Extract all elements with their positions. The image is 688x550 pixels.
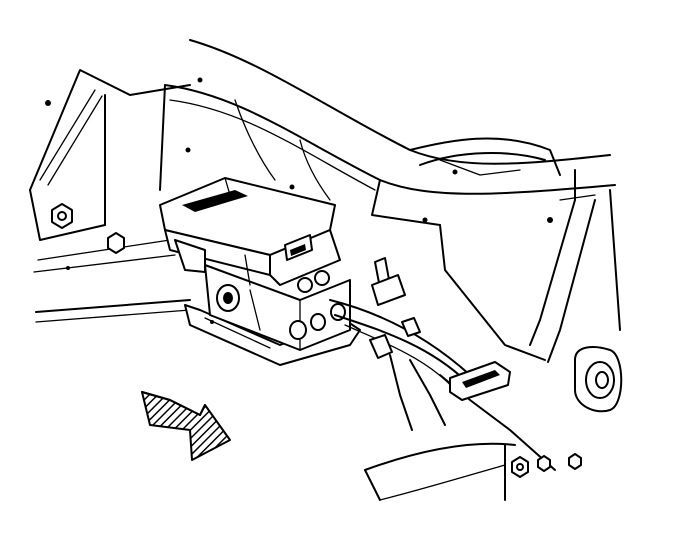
- nut-icon: [511, 456, 529, 478]
- nut-icon: [107, 232, 125, 254]
- frame-rail: [159, 39, 616, 226]
- direction-arrow: [141, 391, 231, 461]
- nut-icon: [537, 455, 551, 472]
- stud-icon: [371, 257, 406, 306]
- line-clip: [449, 361, 511, 401]
- fasteners: [51, 203, 582, 478]
- body-mount-bushing: [574, 346, 623, 413]
- inner-body-panel: [29, 69, 191, 323]
- brake-lines: [329, 299, 471, 431]
- nut-icon: [51, 203, 73, 229]
- hydraulic-block: [204, 264, 351, 351]
- hatched-arrow-icon: [141, 391, 231, 461]
- nut-icon: [568, 453, 582, 470]
- abs-module: [159, 177, 341, 286]
